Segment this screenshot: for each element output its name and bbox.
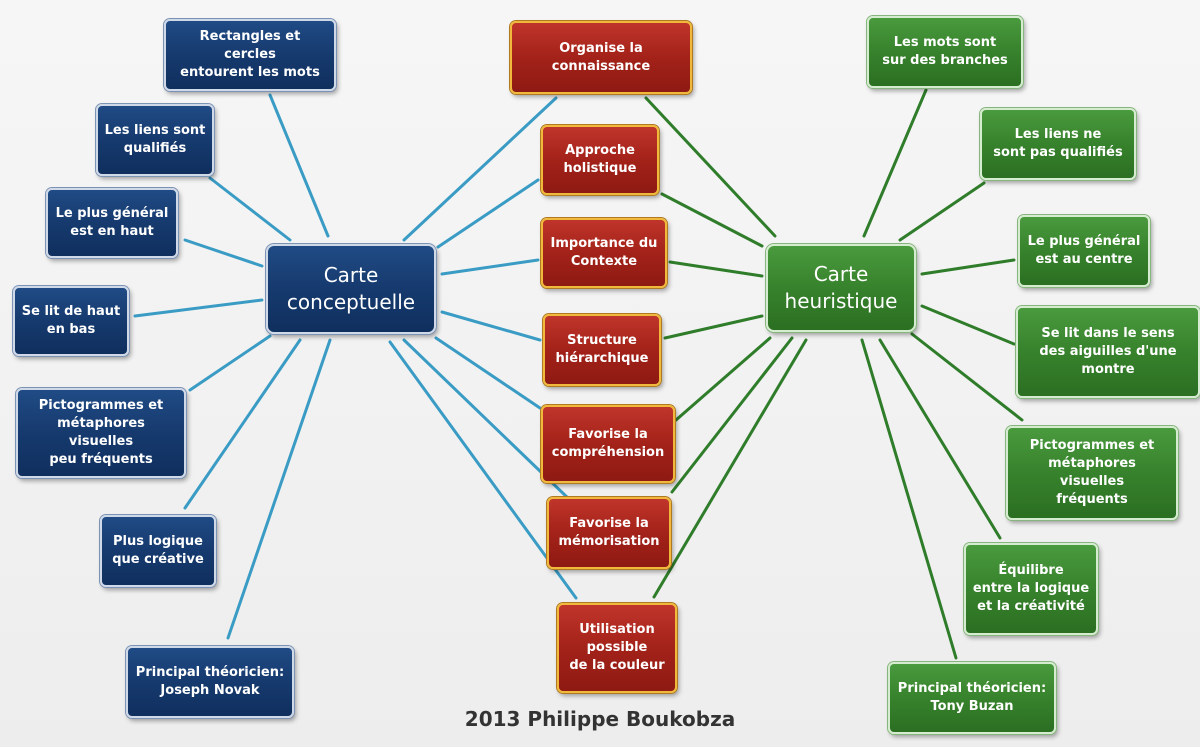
connector-line (183, 238, 264, 268)
connector-line (898, 181, 986, 242)
connector-line (860, 338, 958, 660)
connector-line (920, 304, 1016, 346)
connector-line (440, 258, 540, 276)
shared-branch-contexte[interactable]: Importance du Contexte (541, 218, 667, 288)
heuristic-branch-theoricien-buzan[interactable]: Principal théoricien: Tony Buzan (888, 662, 1056, 734)
connector-line (910, 332, 1024, 422)
conceptual-branch-rectangles[interactable]: Rectangles et cercles entourent les mots (164, 19, 336, 91)
connector-line (183, 338, 302, 510)
heuristic-branch-equilibre[interactable]: Équilibre entre la logique et la créativ… (964, 543, 1098, 635)
heuristic-branch-pictogrammes[interactable]: Pictogrammes et métaphores visuelles fré… (1006, 426, 1178, 520)
connector-line (660, 192, 764, 248)
connector-line (668, 260, 764, 278)
shared-branch-holistique[interactable]: Approche holistique (541, 125, 659, 195)
connector-line (188, 334, 272, 392)
connector-line (440, 310, 542, 342)
conceptual-branch-lit-haut-en-bas[interactable]: Se lit de haut en bas (13, 286, 129, 356)
connector-line (644, 96, 777, 238)
shared-branch-organise[interactable]: Organise la connaissance (510, 21, 692, 94)
connector-line (434, 336, 542, 410)
shared-branch-couleur[interactable]: Utilisation possible de la couleur (557, 603, 677, 693)
connector-line (862, 88, 928, 238)
connector-line (878, 338, 1002, 540)
heuristic-branch-liens-non-qualifies[interactable]: Les liens ne sont pas qualifiés (980, 108, 1136, 180)
connector-line (652, 338, 808, 599)
conceptual-branch-theoricien-novak[interactable]: Principal théoricien: Joseph Novak (126, 646, 294, 718)
shared-branch-structure[interactable]: Structure hiérarchique (543, 314, 661, 386)
connector-line (920, 258, 1016, 276)
heuristic-branch-general-au-centre[interactable]: Le plus général est au centre (1018, 215, 1150, 287)
connector-line (133, 298, 264, 318)
hub-carte-conceptuelle[interactable]: Carte conceptuelle (266, 244, 436, 334)
connector-line (226, 338, 332, 640)
credit-caption: 2013 Philippe Boukobza (464, 707, 736, 731)
connector-line (402, 96, 558, 242)
shared-branch-memorisation[interactable]: Favorise la mémorisation (547, 497, 671, 569)
heuristic-branch-mots-branches[interactable]: Les mots sont sur des branches (867, 16, 1023, 88)
shared-branch-comprehension[interactable]: Favorise la compréhension (541, 405, 675, 483)
hub-carte-heuristique[interactable]: Carte heuristique (766, 244, 916, 332)
heuristic-branch-aiguilles-montre[interactable]: Se lit dans le sens des aiguilles d'une … (1016, 306, 1200, 398)
connector-line (663, 314, 764, 340)
conceptual-branch-liens-qualifies[interactable]: Les liens sont qualifiés (96, 104, 214, 176)
connector-line (268, 93, 330, 238)
conceptual-branch-general-en-haut[interactable]: Le plus général est en haut (46, 188, 178, 258)
connector-line (436, 178, 540, 249)
connector-line (674, 336, 772, 422)
conceptual-branch-plus-logique[interactable]: Plus logique que créative (100, 515, 216, 587)
connector-line (208, 176, 292, 242)
conceptual-branch-pictogrammes[interactable]: Pictogrammes et métaphores visuelles peu… (16, 388, 186, 478)
connector-line (388, 340, 578, 600)
connector-line (670, 336, 794, 494)
